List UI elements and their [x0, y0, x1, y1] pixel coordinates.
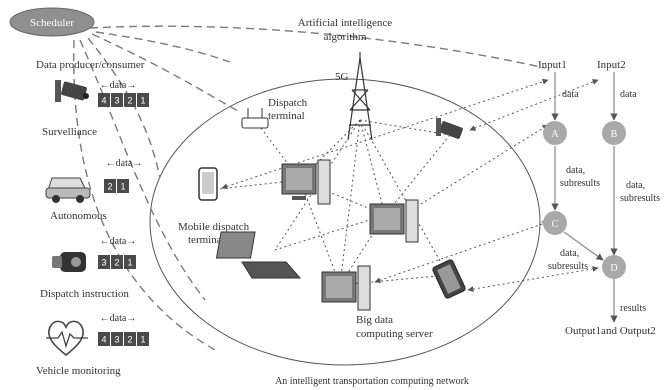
- packet-queue: 2 1: [104, 179, 129, 193]
- server-computer-icon: [369, 199, 419, 243]
- dataflow-graph: Input1 Input2 data data data, subresults…: [538, 59, 660, 337]
- edge-label-data: data,: [566, 165, 585, 176]
- tablet-icon: [432, 259, 466, 299]
- network-caption: An intelligent transportation computing …: [275, 376, 469, 387]
- node-a: A: [543, 121, 567, 145]
- dispatch-terminal-router-icon: [241, 108, 269, 129]
- scheduler: Scheduler: [9, 7, 95, 37]
- heart-pulse-icon: [46, 320, 88, 357]
- dispatch-terminal-label-1: Dispatch: [268, 97, 308, 109]
- svg-text:2: 2: [107, 182, 112, 192]
- svg-text:A: A: [551, 129, 559, 140]
- source-label: Vehicle monitoring: [36, 365, 121, 377]
- data-arrow-label: ←data→: [100, 80, 137, 91]
- edge-label-data: data: [620, 89, 637, 100]
- svg-text:2: 2: [114, 258, 119, 268]
- dataflow-links: [221, 78, 599, 293]
- source-label: Survelliance: [42, 126, 97, 138]
- packet-queue: 3 2 1: [98, 255, 136, 269]
- edge-label-results: results: [620, 303, 646, 314]
- 5g-tower-icon: [347, 52, 373, 141]
- source-label: Dispatch instruction: [40, 288, 129, 300]
- svg-text:4: 4: [101, 335, 106, 345]
- source-autonomous: ←data→ 2 1 Autonomous: [45, 158, 143, 222]
- desktop-computer-icon: [281, 159, 331, 205]
- car-icon: [45, 177, 91, 203]
- source-surveillance: ←data→ 4 3 2 1 Survelliance: [42, 80, 149, 138]
- mobile-terminal-label-2: terminal: [188, 234, 225, 246]
- svg-text:D: D: [610, 263, 617, 274]
- input1-label: Input1: [538, 59, 567, 71]
- producer-title: Data producer/consumer: [36, 59, 145, 71]
- edge-label-subresults: subresults: [620, 193, 660, 204]
- ai-label-line1: Artificial intelligence: [298, 17, 392, 29]
- input2-label: Input2: [597, 59, 626, 71]
- edge-label-subresults: subresults: [560, 178, 600, 189]
- dispatch-terminal-label-2: terminal: [268, 110, 305, 122]
- edge-label-subresults: subresults: [548, 261, 588, 272]
- mobile-phone-icon: [198, 167, 218, 201]
- svg-text:1: 1: [140, 335, 145, 345]
- svg-text:B: B: [611, 129, 618, 140]
- data-arrow-label: ←data→: [100, 313, 137, 324]
- svg-text:4: 4: [101, 96, 106, 106]
- node-c: C: [543, 211, 567, 235]
- label-5g: 5G: [335, 71, 349, 83]
- bigdata-label-2: computing server: [356, 328, 433, 340]
- mobile-terminal-label-1: Mobile dispatch: [178, 221, 250, 233]
- svg-text:3: 3: [114, 335, 119, 345]
- packet-queue: 4 3 2 1: [98, 332, 149, 346]
- svg-text:1: 1: [127, 258, 132, 268]
- svg-text:2: 2: [127, 96, 132, 106]
- data-arrow-label: ←data→: [106, 158, 143, 169]
- vr-headset-icon: [52, 252, 86, 272]
- scheduler-label: Scheduler: [30, 17, 74, 29]
- svg-text:1: 1: [120, 182, 125, 192]
- svg-text:3: 3: [101, 258, 106, 268]
- edge-label-data: data,: [560, 248, 579, 259]
- output-label: Output1and Output2: [565, 325, 656, 337]
- ai-label-line2: algorithm: [324, 31, 367, 43]
- svg-text:C: C: [552, 219, 559, 230]
- source-vehicle-monitoring: ←data→ 4 3 2 1 Vehicle monitoring: [36, 313, 149, 377]
- packet-queue: 4 3 2 1: [98, 93, 149, 107]
- svg-text:3: 3: [114, 96, 119, 106]
- source-dispatch-instruction: ←data→ 3 2 1 Dispatch instruction: [40, 236, 136, 300]
- big-data-server-icon: [321, 265, 371, 311]
- node-b: B: [602, 121, 626, 145]
- edge-label-data: data: [562, 89, 579, 100]
- bigdata-label-1: Big data: [356, 314, 393, 326]
- node-d: D: [602, 255, 626, 279]
- edge-label-data: data,: [626, 180, 645, 191]
- dataflow-edges: [551, 72, 618, 323]
- surveillance-camera-icon: [55, 80, 89, 102]
- svg-text:1: 1: [140, 96, 145, 106]
- data-arrow-label: ←data→: [100, 236, 137, 247]
- laptop-icon: [215, 231, 302, 279]
- svg-text:2: 2: [127, 335, 132, 345]
- surveillance-camera-node-icon: [436, 118, 463, 139]
- source-label: Autonomous: [50, 210, 107, 222]
